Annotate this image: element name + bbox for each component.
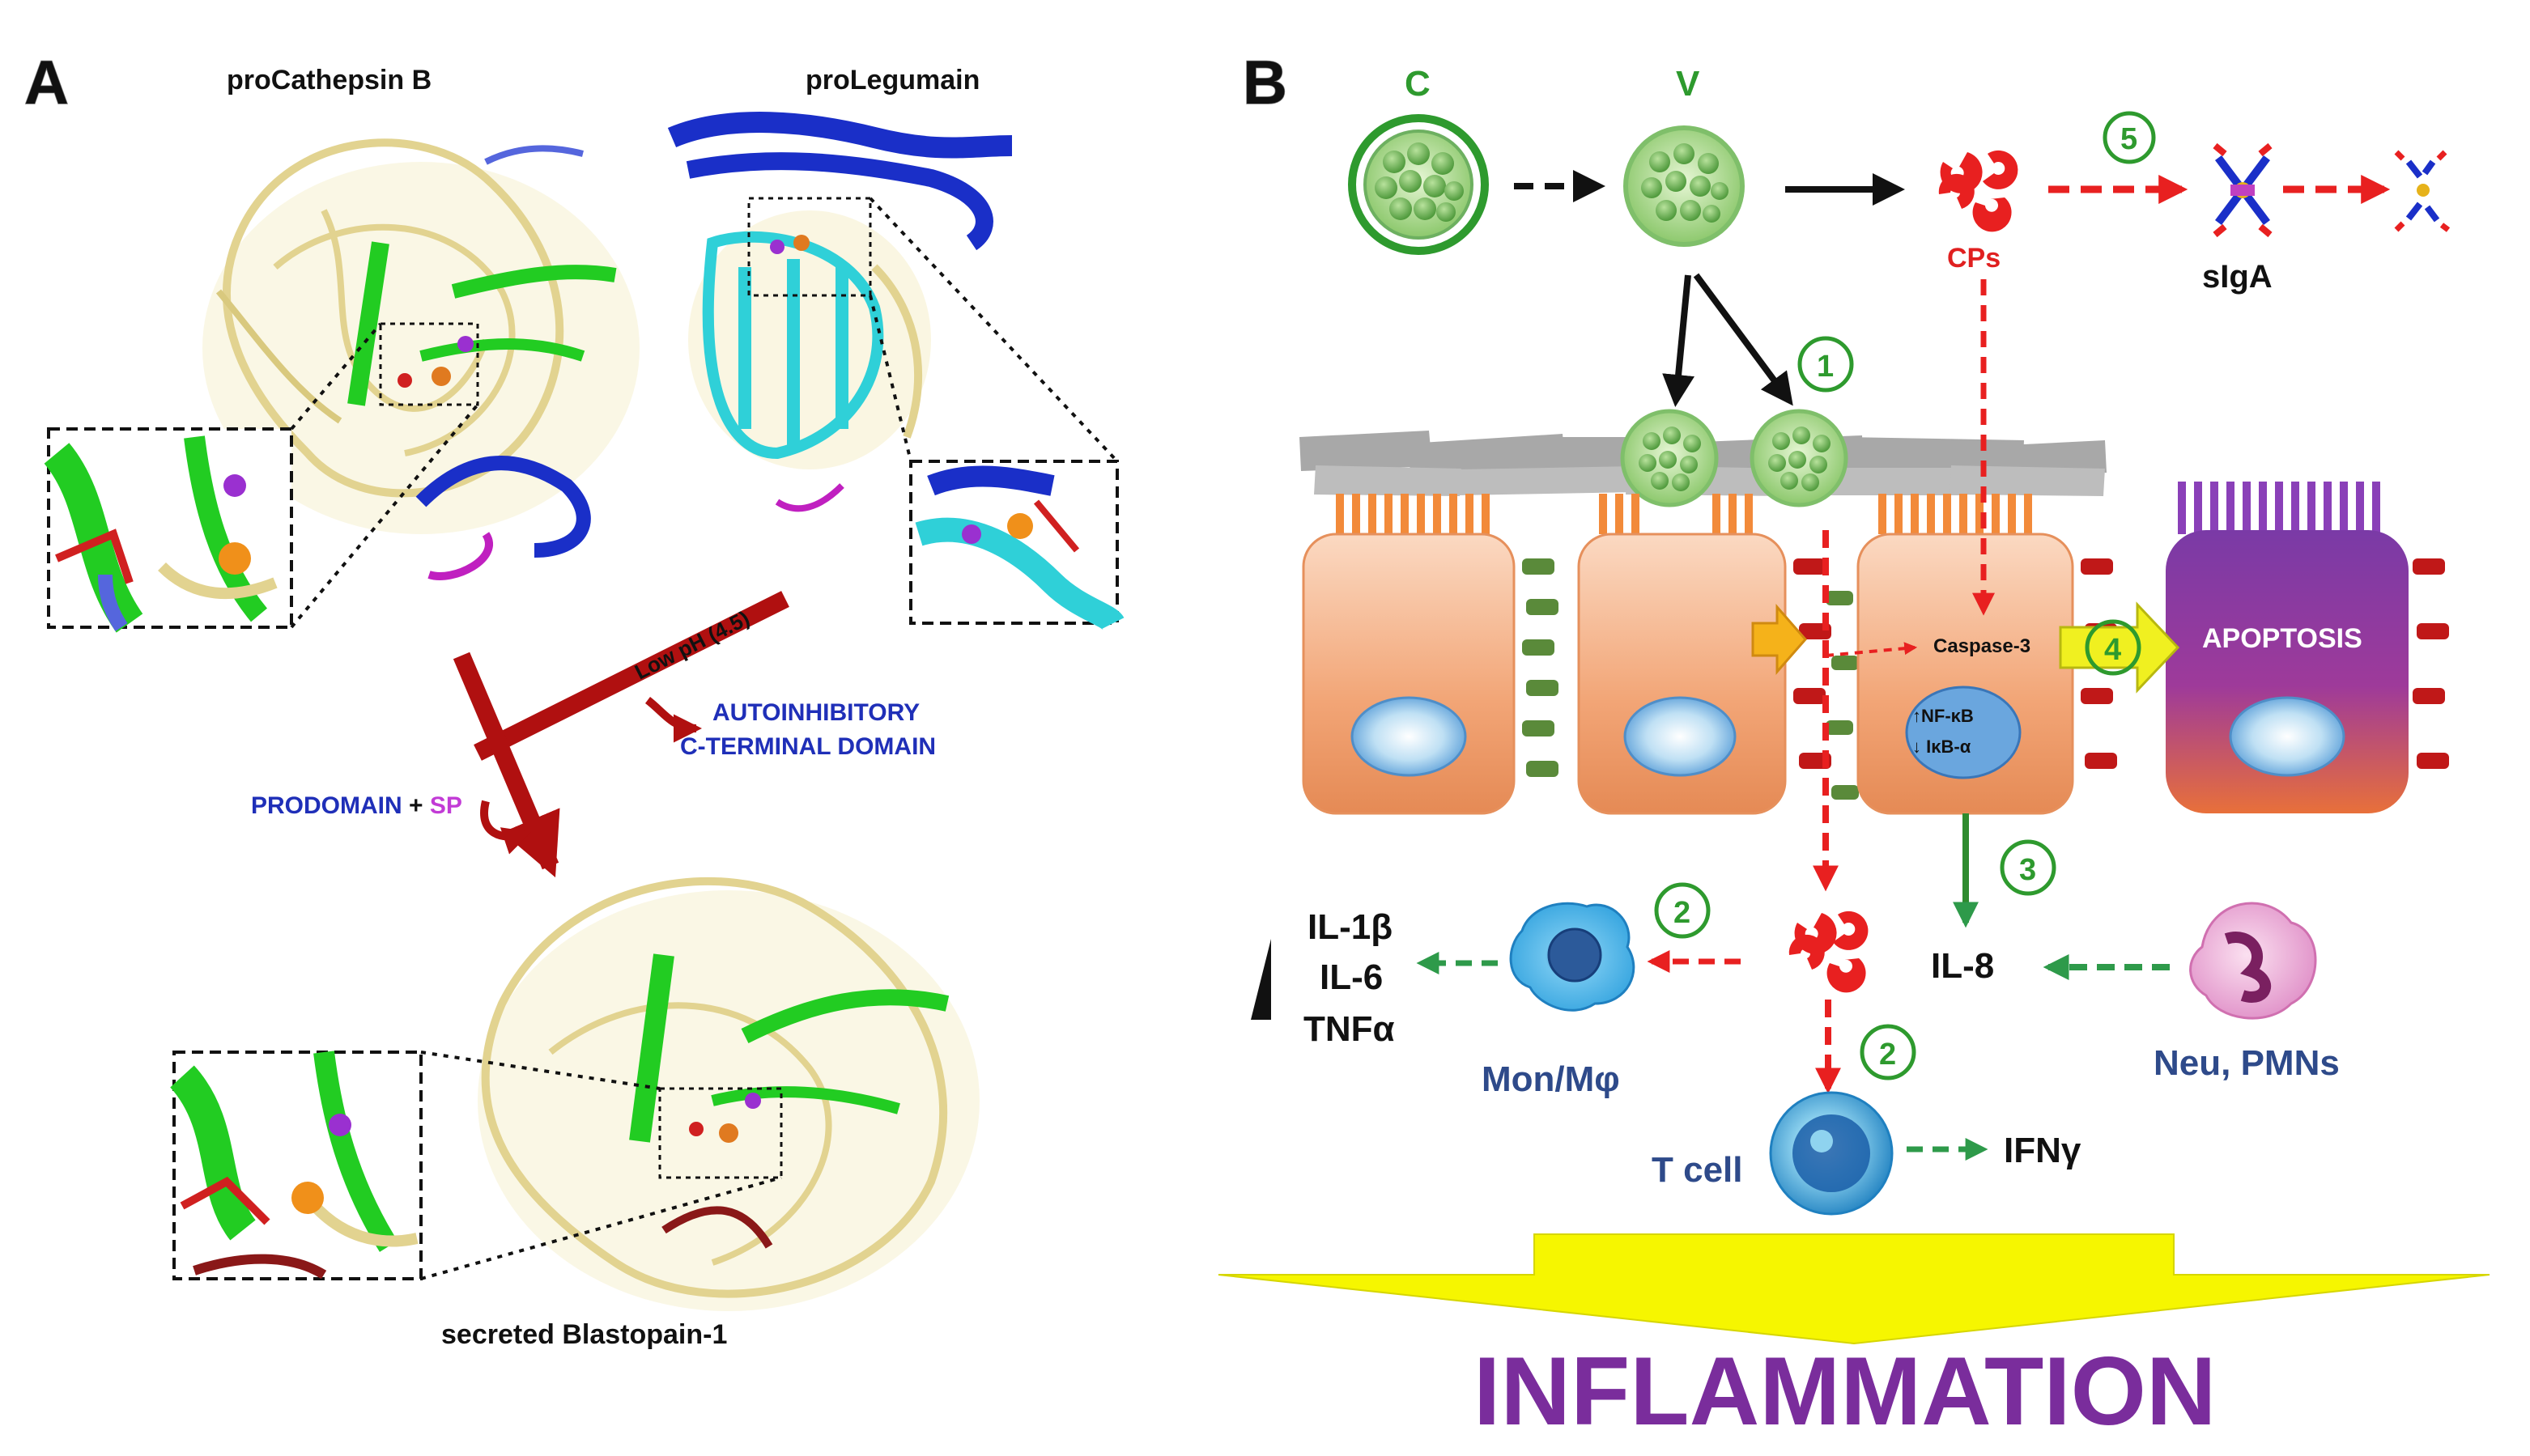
- procathepsin-zoom-content: [44, 435, 278, 633]
- panel-a-letter: A: [24, 49, 69, 117]
- apoptosis-label: APOPTOSIS: [2202, 623, 2362, 654]
- cps-icon: [1938, 150, 2018, 232]
- tcell-label: T cell: [1652, 1150, 1743, 1190]
- tight-junctions-2b: [1826, 591, 1859, 800]
- cyst-label: C: [1405, 64, 1431, 104]
- siga-icon: [2213, 142, 2273, 238]
- siga-label: sIgA: [2202, 259, 2273, 295]
- low-ph-arrows: [453, 591, 789, 878]
- step5-circle: [2103, 111, 2156, 164]
- epithelial-cell-1: [1302, 494, 1516, 815]
- tight-junctions-4: [2413, 558, 2449, 769]
- blastopain-caption: secreted Blastopain-1: [441, 1319, 727, 1350]
- step2b-number: 2: [1879, 1038, 1896, 1072]
- step4-number: 4: [2104, 633, 2121, 667]
- step4-circle: [2085, 619, 2141, 676]
- autoinhibitory-label-2: C-TERMINAL DOMAIN: [680, 733, 936, 760]
- plus-text: +: [402, 792, 430, 819]
- inflammation-arrow: [1218, 1233, 2490, 1345]
- tnfa-label: TNFα: [1303, 1009, 1395, 1049]
- cyst-form: [1348, 114, 1489, 255]
- epithelial-cell-2: [1577, 494, 1787, 815]
- autoinhibitory-label-1: AUTOINHIBITORY: [712, 699, 920, 726]
- vacuolar-form: [1623, 125, 1745, 247]
- mon-label: Mon/Mφ: [1482, 1059, 1620, 1099]
- neu-label: Neu, PMNs: [2154, 1043, 2340, 1083]
- attached-parasite-2: [1750, 409, 1848, 507]
- prodomain-sp-label: PRODOMAIN + SP: [251, 792, 462, 819]
- vacuolar-label: V: [1676, 64, 1700, 104]
- procathepsin-b-structure: [202, 138, 640, 580]
- attached-parasite-1: [1620, 409, 1719, 507]
- procathepsin-b-title: proCathepsin B: [227, 65, 432, 96]
- yellow-arrow-icon: [2059, 601, 2180, 694]
- low-ph-label: Low pH (4.5): [631, 605, 753, 684]
- tight-junctions-1: [1522, 558, 1558, 777]
- increase-triangle-icon: [1251, 939, 1271, 1020]
- apoptotic-cell: [2166, 482, 2409, 813]
- prolegumain-title: proLegumain: [806, 65, 980, 96]
- step3-number: 3: [2019, 853, 2036, 887]
- prodomain-text: PRODOMAIN: [251, 792, 402, 819]
- blastopain-zoom-content: [169, 1051, 419, 1280]
- sp-text: SP: [430, 792, 462, 819]
- step2a-number: 2: [1673, 896, 1690, 930]
- il6-label: IL-6: [1320, 957, 1383, 997]
- prolegumain-structure: [667, 112, 1013, 512]
- panel-b-letter: B: [1243, 49, 1287, 117]
- ifng-label: IFNγ: [2004, 1131, 2081, 1170]
- il8-label: IL-8: [1931, 946, 1994, 986]
- inflammation-label: INFLAMMATION: [1473, 1337, 2217, 1445]
- step1-circle: [1797, 336, 1854, 393]
- panel-b: B C V: [1218, 48, 2490, 1445]
- basal-cps-icon: [1788, 911, 1869, 993]
- blastopain-structure: [478, 877, 980, 1311]
- neutrophil-icon: [2189, 902, 2317, 1020]
- orange-arrow-icon: [1751, 604, 1807, 675]
- cleaved-siga-icon: [2394, 150, 2451, 232]
- il1b-label: IL-1β: [1308, 907, 1393, 947]
- step5-number: 5: [2120, 122, 2137, 156]
- step3-circle: [2000, 839, 2056, 896]
- t-cell-icon: [1769, 1091, 1894, 1216]
- ikb-label: ↓ IκB-α: [1912, 736, 1971, 757]
- prolegumain-zoom-content: [915, 465, 1125, 631]
- step2a-circle: [1654, 882, 1711, 939]
- panel-a: A proCathepsin B proLegumain: [23, 48, 1125, 1350]
- caspase-label: Caspase-3: [1933, 635, 2030, 657]
- epithelial-cell-3: [1856, 494, 2074, 815]
- step2b-circle: [1860, 1024, 1916, 1080]
- monocyte-icon: [1509, 902, 1635, 1012]
- step1-number: 1: [1817, 350, 1834, 384]
- nfkb-label: ↑NF-κB: [1912, 706, 1974, 726]
- cps-label: CPs: [1947, 243, 2001, 274]
